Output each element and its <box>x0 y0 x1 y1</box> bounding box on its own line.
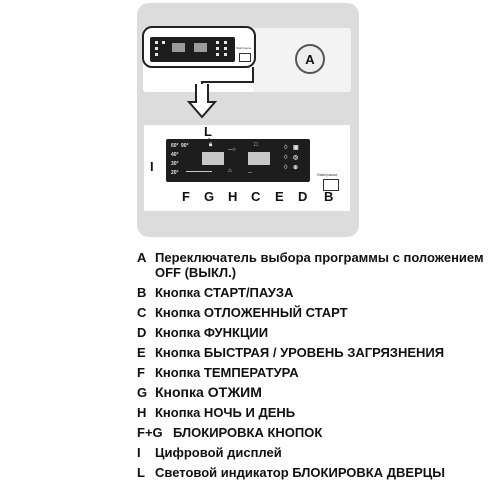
legend-key: D <box>137 325 147 340</box>
led-dot <box>155 41 158 44</box>
legend-item-D: D Кнопка ФУНКЦИИ <box>137 325 497 340</box>
start-pause-button-overview <box>239 53 251 62</box>
start-pause-tiny-label-zoomed: Start/pause <box>317 172 338 177</box>
legend-item-H: H Кнопка НОЧЬ И ДЕНЬ <box>137 405 497 420</box>
callout-H: H <box>228 189 238 204</box>
legend-key: E <box>137 345 146 360</box>
legend-key: F <box>137 365 145 380</box>
legend-text: Кнопка БЫСТРАЯ / УРОВЕНЬ ЗАГРЯЗНЕНИЯ <box>155 345 445 360</box>
legend-item-F-G: F+G БЛОКИРОВКА КНОПОК <box>137 425 497 440</box>
function-icon: ⊕ <box>293 165 299 171</box>
time-marker: — <box>248 169 252 174</box>
callout-G: G <box>204 189 215 204</box>
temp-30: 30° <box>171 161 179 167</box>
callout-F: F <box>182 189 190 204</box>
led-dot <box>216 53 219 56</box>
temp-90: 90° <box>181 143 189 149</box>
legend-text: Кнопка ФУНКЦИИ <box>155 325 269 340</box>
led-dot <box>155 47 158 50</box>
legend-item-A: A Переключатель выбора программы с полож… <box>137 250 497 280</box>
callout-E: E <box>275 189 284 204</box>
legend-item-E: E Кнопка БЫСТРАЯ / УРОВЕНЬ ЗАГРЯЗНЕНИЯ <box>137 345 497 360</box>
overview-display <box>150 37 235 62</box>
knob-letter: A <box>305 51 315 67</box>
callout-B: B <box>324 189 334 204</box>
led-dot <box>224 47 227 50</box>
led-dot <box>216 47 219 50</box>
temp-60: 60° <box>171 143 179 149</box>
legend-text: Кнопка ОТЖИМ <box>155 384 262 400</box>
temp-40: 40° <box>171 152 179 158</box>
legend-item-F: F Кнопка ТЕМПЕРАТУРА <box>137 365 497 380</box>
legend-text: Световой индикатор БЛОКИРОВКА ДВЕРЦЫ <box>155 465 445 480</box>
legend-text: Кнопка СТАРТ/ПАУЗА <box>155 285 294 300</box>
zoom-highlight-frame <box>142 26 256 68</box>
legend-key: I <box>137 445 141 460</box>
wash-icon: ♢ <box>283 145 289 151</box>
led-dot <box>155 53 158 56</box>
spin-icon: ◎ <box>293 155 299 161</box>
led-dot <box>224 41 227 44</box>
digit-block <box>194 43 207 52</box>
callout-C: C <box>251 189 261 204</box>
key-icon: ─○ <box>228 147 236 153</box>
callout-D: D <box>298 189 308 204</box>
legend-text: Кнопка НОЧЬ И ДЕНЬ <box>155 405 296 420</box>
legend-item-G: G Кнопка ОТЖИМ <box>137 384 497 401</box>
digit-block-left <box>202 152 224 165</box>
legend-item-L: L Световой индикатор БЛОКИРОВКА ДВЕРЦЫ <box>137 465 497 480</box>
door-lock-icon: 🔒︎ <box>209 142 213 148</box>
digital-display: 60° 90° 40° 30° 20° 🔒︎ ⌂ ─○ □ — ♢ ▣ ♢ ◎ … <box>166 139 310 182</box>
legend-text: БЛОКИРОВКА КНОПОК <box>173 425 323 440</box>
led-dot <box>216 41 219 44</box>
rinse-icon: ♢ <box>283 155 289 161</box>
tub-icon: ▣ <box>293 145 299 151</box>
callout-L: L <box>204 124 212 139</box>
legend-key: F+G <box>137 425 163 440</box>
legend-item-C: C Кнопка ОТЛОЖЕННЫЙ СТАРТ <box>137 305 497 320</box>
legend-key: C <box>137 305 147 320</box>
led-dot <box>224 53 227 56</box>
legend-key: H <box>137 405 147 420</box>
delay-icon: □ <box>254 142 258 148</box>
legend: A Переключатель выбора программы с полож… <box>137 250 497 484</box>
legend-key: A <box>137 250 147 265</box>
night-day-icon: ⌂ <box>228 168 232 174</box>
legend-text: Цифровой дисплей <box>155 445 282 460</box>
callout-I: I <box>150 159 154 174</box>
legend-text: Кнопка ТЕМПЕРАТУРА <box>155 365 299 380</box>
program-knob: A <box>295 44 325 74</box>
temp-20: 20° <box>171 170 179 176</box>
digit-block <box>172 43 185 52</box>
legend-item-I: I Цифровой дисплей <box>137 445 497 460</box>
legend-key: G <box>137 385 148 400</box>
legend-text: Кнопка ОТЛОЖЕННЫЙ СТАРТ <box>155 305 348 320</box>
start-pause-button <box>323 179 339 191</box>
legend-text: Переключатель выбора программы с положен… <box>155 250 484 280</box>
start-pause-tiny-label: Start/pause <box>236 46 252 50</box>
led-dot <box>162 41 165 44</box>
digit-block-right <box>248 152 270 165</box>
extra-icon: ♢ <box>283 165 289 171</box>
spin-bar <box>186 171 212 172</box>
legend-item-B: B Кнопка СТАРТ/ПАУЗА <box>137 285 497 300</box>
legend-key: L <box>137 465 145 480</box>
legend-key: B <box>137 285 147 300</box>
